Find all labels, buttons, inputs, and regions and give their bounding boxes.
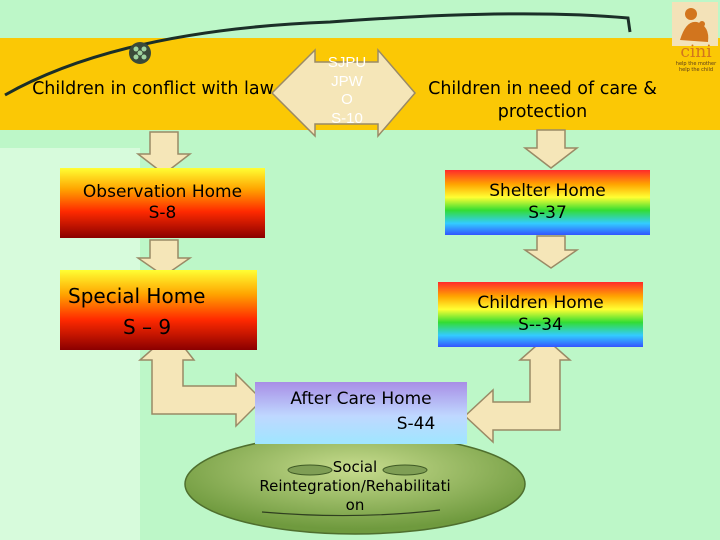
cini-logo-tagline-1: help the mother: [675, 61, 717, 67]
after-care-home-section: S-44: [396, 414, 436, 435]
arrow-down-shelter-to-children: [522, 235, 580, 269]
sjpu-label: SJPU JPW O S-10: [315, 54, 379, 128]
cini-logo: cini help the mother help the child: [672, 42, 720, 74]
header-left-label: Children in conflict with law: [28, 78, 278, 101]
cini-logo-tagline-2: help the child: [678, 67, 714, 73]
sjpu-line-3: O: [341, 91, 353, 108]
shelter-home-box: Shelter Home S-37: [445, 170, 650, 235]
rehab-label: Social Reintegration/Rehabilitati on: [230, 458, 480, 515]
header-right-label: Children in need of care & protection: [405, 78, 680, 124]
sjpu-line-4: S-10: [331, 109, 363, 127]
header-left-text: Children in conflict with law: [32, 79, 274, 99]
sjpu-line-2: JPW: [331, 72, 363, 90]
children-home-title: Children Home: [477, 293, 604, 314]
after-care-home-box: After Care Home S-44: [255, 382, 467, 444]
children-home-section: S--34: [518, 314, 563, 335]
rehab-line-3: on: [345, 496, 365, 514]
shelter-home-section: S-37: [528, 202, 567, 223]
special-home-box: Special Home S – 9: [60, 270, 257, 350]
special-home-section: S – 9: [123, 315, 172, 339]
rehab-line-2: Reintegration/Rehabilitati: [259, 477, 451, 495]
after-care-home-title: After Care Home: [290, 389, 432, 409]
shelter-home-title: Shelter Home: [489, 181, 606, 202]
observation-home-title: Observation Home: [82, 181, 243, 202]
cini-logo-name: cini: [680, 42, 712, 62]
rehab-line-1: Social: [332, 458, 378, 476]
children-home-box: Children Home S--34: [438, 282, 643, 347]
arrow-childrenhome-to-aftercare: [463, 337, 572, 444]
header-right-text: Children in need of care & protection: [428, 79, 657, 122]
special-home-title: Special Home: [68, 284, 206, 308]
observation-home-section: S-8: [148, 203, 177, 223]
arrow-down-care-to-shelter: [522, 129, 580, 169]
sjpu-line-1: SJPU: [327, 54, 367, 71]
observation-home-box: Observation Home S-8: [60, 168, 265, 238]
